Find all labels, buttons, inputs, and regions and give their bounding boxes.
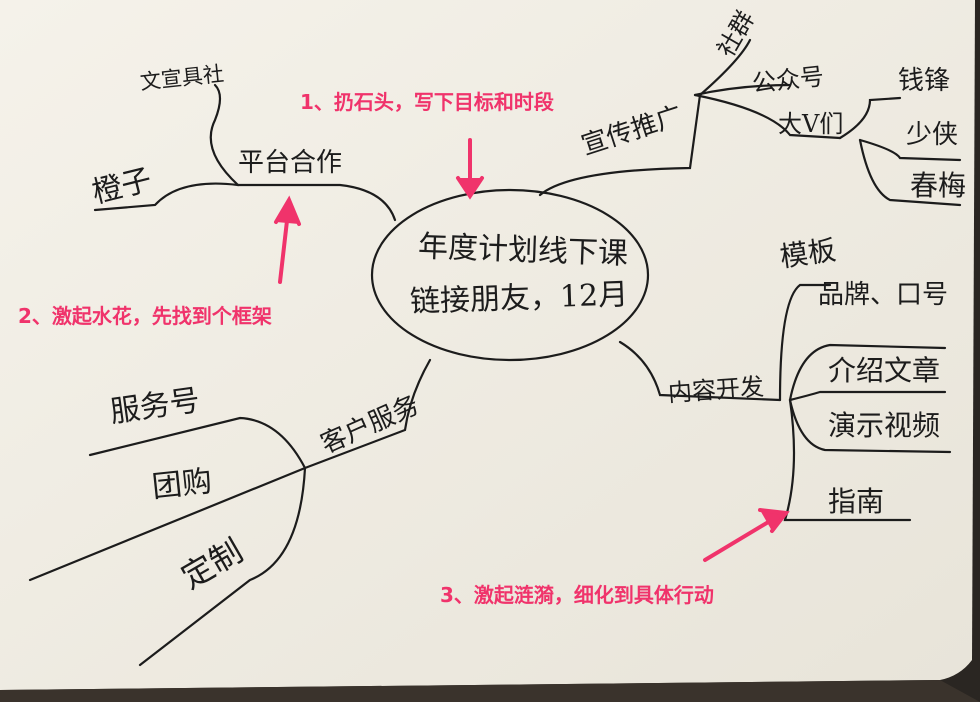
branch-lines [28, 38, 962, 667]
annotation-2: 2、激起水花，先找到个框架 [18, 304, 272, 328]
content-child-2: 品牌、口号 [818, 280, 949, 310]
promotion-child-3: 大V们 [778, 110, 844, 138]
promotion-sub-2: 少侠 [906, 120, 959, 150]
branch-platform: 平台合作 [238, 148, 343, 178]
annotation-3: 3、激起涟漪，细化到具体行动 [440, 583, 714, 607]
center-line-2: 链接朋友，12月 [409, 277, 629, 320]
arrow-3 [703, 516, 777, 562]
annotation-arrows [274, 138, 790, 562]
content-child-1: 模板 [777, 233, 838, 274]
promotion-sub-3: 春梅 [910, 169, 967, 202]
arrow-2 [278, 210, 290, 284]
service-child-2: 团购 [150, 463, 214, 506]
promotion-child-2: 公众号 [750, 62, 826, 98]
content-child-4: 演示视频 [828, 409, 941, 442]
content-child-5: 指南 [828, 485, 885, 518]
branch-content: 内容开发 [667, 372, 765, 408]
promotion-sub-1: 钱锋 [898, 66, 951, 96]
content-child-3: 介绍文章 [828, 354, 941, 387]
center-line-1: 年度计划线下课 [417, 229, 629, 272]
center-ellipse [370, 188, 650, 362]
annotation-1: 1、扔石头，写下目标和时段 [300, 90, 554, 114]
